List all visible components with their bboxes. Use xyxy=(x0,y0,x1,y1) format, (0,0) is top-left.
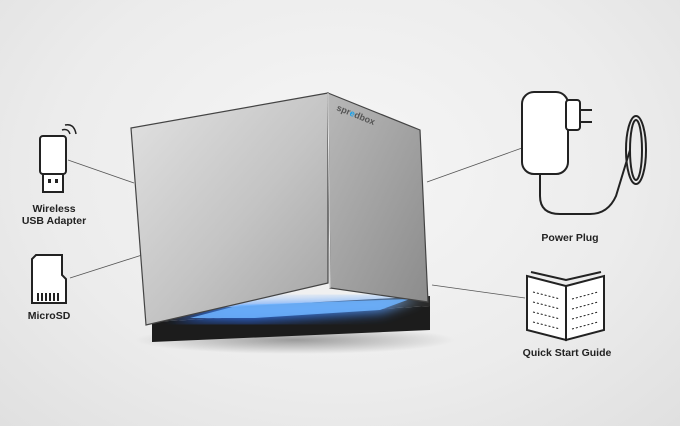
label-wireless-line1: Wireless xyxy=(32,203,76,215)
label-wireless-usb: Wireless USB Adapter xyxy=(14,203,94,227)
microsd-icon xyxy=(31,254,67,304)
label-wireless-line2: USB Adapter xyxy=(21,215,87,227)
label-quick-start: Quick Start Guide xyxy=(522,347,612,359)
line-usb xyxy=(67,159,135,184)
cube-body: spredbox xyxy=(130,92,429,326)
line-guide xyxy=(431,284,526,299)
connector-lines xyxy=(67,147,526,299)
label-power-plug: Power Plug xyxy=(541,232,599,244)
label-microsd: MicroSD xyxy=(27,310,71,322)
cube-side-face xyxy=(327,92,429,303)
cube-front-face xyxy=(130,92,329,326)
line-power xyxy=(426,147,523,183)
line-microsd xyxy=(69,254,143,279)
power-plug-icon xyxy=(521,91,647,215)
guide-book-icon xyxy=(526,271,605,342)
usb-adapter-icon xyxy=(39,123,77,193)
base-unit xyxy=(152,296,430,342)
